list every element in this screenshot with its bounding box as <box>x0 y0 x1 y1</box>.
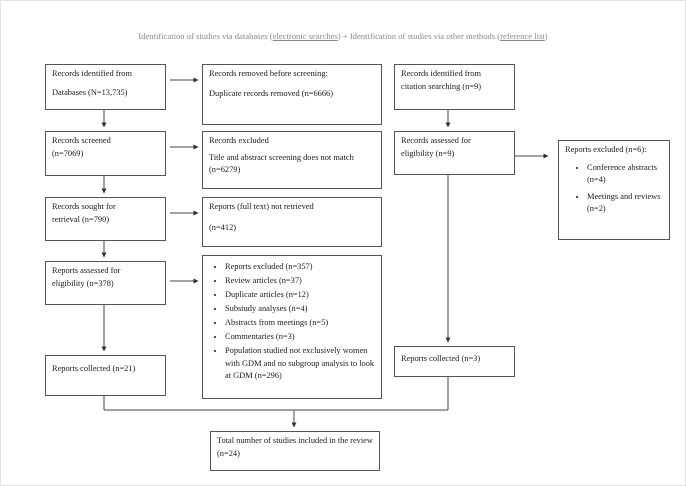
box-text: Reports collected (n=3) <box>401 354 481 363</box>
box-records-identified-databases: Records identified from Databases (N=13,… <box>45 64 166 110</box>
list-item: Meetings and reviews (n=2) <box>587 191 663 216</box>
box-text-line1: Records identified from <box>52 69 133 78</box>
box-text-line2: citation searching (n=9) <box>401 81 482 91</box>
box-reports-excluded-other: Reports excluded (n=6): Conference abstr… <box>558 140 670 240</box>
box-reports-collected-db: Reports collected (n=21) <box>45 355 166 396</box>
box-reports-assessed-db: Reports assessed for eligibility (n=378) <box>45 261 166 305</box>
figure-caption: Identification of studies via databases … <box>0 31 686 41</box>
box-reports-excluded-db: Reports excluded (n=357) Review articles… <box>202 255 382 399</box>
box-text-line2: Duplicate records removed (n=6666) <box>209 88 334 98</box>
box-text-line1: Records sought for <box>52 202 116 211</box>
caption-text-1: Identification of studies via databases … <box>138 31 273 41</box>
caption-link-electronic-searches: electronic searches <box>272 31 338 41</box>
box-text-line1: Records assessed for <box>401 136 471 145</box>
box-records-sought: Records sought for retrieval (n=790) <box>45 197 166 241</box>
box-records-screened: Records screened (n=7069) <box>45 131 166 176</box>
box-text-line2: (n=412) <box>209 222 237 232</box>
box-text-line2: eligibility (n=378) <box>52 278 114 288</box>
list-item: Conference abstracts (n=4) <box>587 162 663 187</box>
box-text: Reports collected (n=21) <box>52 364 136 373</box>
box-text-line2: (n=7069) <box>52 148 84 158</box>
list-item: Substudy analyses (n=4) <box>225 303 375 316</box>
box-text-line1: Records removed before screening: <box>209 69 328 78</box>
excluded-other-list: Conference abstracts (n=4) Meetings and … <box>565 162 663 216</box>
list-item: Population studied not exclusively women… <box>225 345 375 383</box>
box-records-excluded: Records excluded Title and abstract scre… <box>202 131 382 189</box>
box-text-line2: eligibility (n=9) <box>401 148 455 158</box>
box-total-studies: Total number of studies included in the … <box>210 431 380 471</box>
box-reports-not-retrieved: Reports (full text) not retrieved (n=412… <box>202 197 382 247</box>
box-records-removed: Records removed before screening: Duplic… <box>202 64 382 125</box>
box-text-line2: retrieval (n=790) <box>52 214 110 224</box>
box-text-line1: Records identified from <box>401 69 482 78</box>
box-text: Total number of studies included in the … <box>217 436 373 458</box>
box-text-line2: Databases (N=13,735) <box>52 87 128 97</box>
list-item: Commentaries (n=3) <box>225 331 375 344</box>
box-text-line2: Title and abstract screening does not ma… <box>209 152 354 175</box>
box-text-line1: Records excluded <box>209 136 269 145</box>
list-item: Abstracts from meetings (n=5) <box>225 317 375 330</box>
box-title: Reports excluded (n=6): <box>565 145 647 154</box>
list-item: Reports excluded (n=357) <box>225 261 375 274</box>
box-text-line1: Reports assessed for <box>52 266 121 275</box>
box-text-line1: Reports (full text) not retrieved <box>209 202 314 211</box>
box-records-identified-citation: Records identified from citation searchi… <box>394 64 515 110</box>
box-records-assessed-other: Records assessed for eligibility (n=9) <box>394 131 515 175</box>
box-text-line1: Records screened <box>52 136 111 145</box>
caption-text-2: ) + Identification of studies via other … <box>337 31 501 41</box>
excluded-reasons-list: Reports excluded (n=357) Review articles… <box>209 261 375 383</box>
list-item: Review articles (n=37) <box>225 275 375 288</box>
caption-link-reference-list: reference list <box>500 31 545 41</box>
list-item: Duplicate articles (n=12) <box>225 289 375 302</box>
box-reports-collected-other: Reports collected (n=3) <box>394 346 515 377</box>
caption-text-3: ) <box>544 31 548 41</box>
